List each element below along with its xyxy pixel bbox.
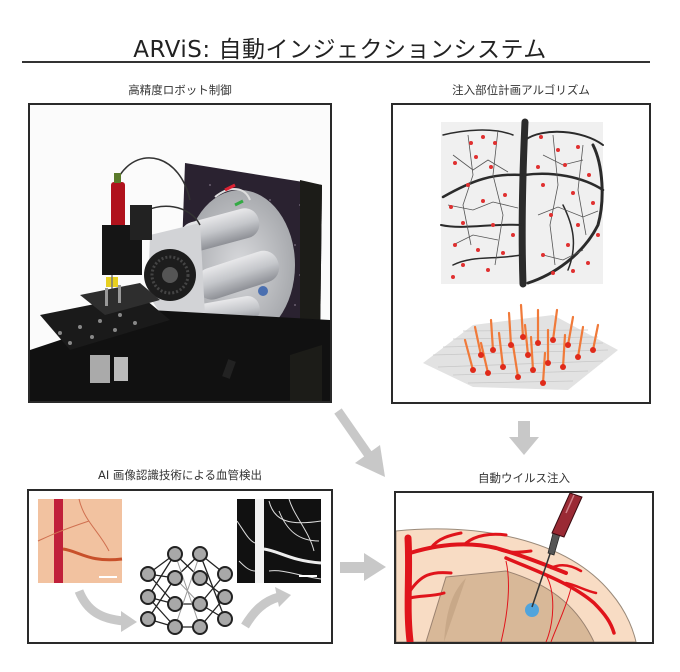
planning-panel-label: 注入部位計画アルゴリズム (452, 83, 590, 97)
brain-surface-photo (37, 498, 123, 583)
detection-graphics (29, 491, 331, 642)
arrow-robot-to-injection (334, 408, 385, 477)
robot-photo (30, 105, 330, 401)
injection-site (525, 603, 539, 617)
arrow-detection-to-injection (340, 553, 386, 581)
injection-panel (394, 491, 654, 644)
robot-panel (28, 103, 332, 403)
planning-panel (391, 103, 651, 404)
neural-network-diagram (140, 546, 233, 635)
robot-panel-label: 高精度ロボット制御 (128, 83, 232, 97)
page-title: ARViS: 自動インジェクションシステム (133, 37, 547, 63)
planning-graphics (393, 105, 649, 402)
detection-panel-label: AI 画像認識技術による血管検出 (97, 468, 263, 482)
title-divider (22, 61, 650, 63)
injection-illustration (396, 493, 652, 642)
segmented-vessel-map (236, 498, 322, 583)
arrow-planning-to-injection (509, 421, 539, 455)
needle-icon (531, 493, 583, 608)
vessel-map-with-target-points (440, 118, 605, 288)
detection-panel (27, 489, 333, 644)
3d-surface-with-injection-pins (423, 303, 618, 390)
injection-panel-label: 自動ウイルス注入 (478, 471, 570, 485)
